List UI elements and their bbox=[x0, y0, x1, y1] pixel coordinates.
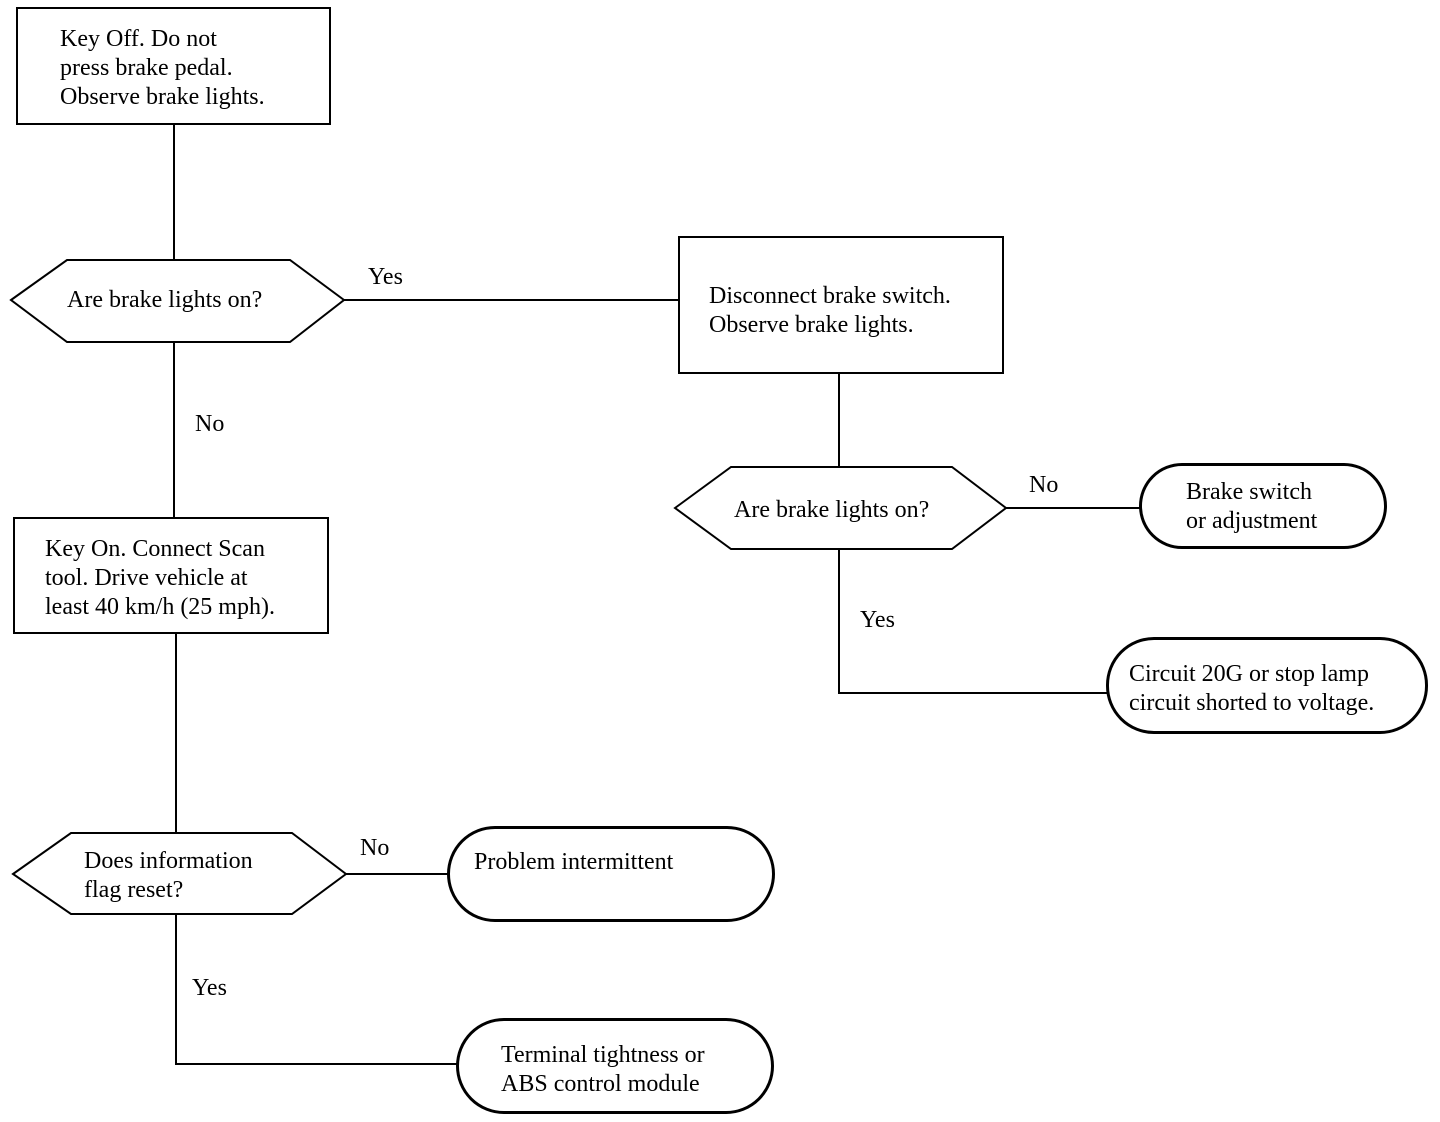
start-box: Key Off. Do not press brake pedal. Obser… bbox=[16, 7, 331, 125]
circuit-20g-line-2: circuit shorted to voltage. bbox=[1129, 690, 1375, 716]
brake-switch-terminal: Brake switch or adjustment bbox=[1139, 463, 1387, 549]
problem-intermittent-line-1: Problem intermittent bbox=[474, 849, 674, 875]
disconnect-box: Disconnect brake switch. Observe brake l… bbox=[678, 236, 1004, 374]
circuit-20g-terminal: Circuit 20G or stop lamp circuit shorted… bbox=[1106, 637, 1428, 734]
brake-switch-line-2: or adjustment bbox=[1186, 508, 1318, 534]
start-line-2: press brake pedal. bbox=[60, 55, 233, 81]
start-line-3: Observe brake lights. bbox=[60, 84, 265, 110]
decision2-yes-label: Yes bbox=[860, 607, 895, 633]
key-on-box: Key On. Connect Scan tool. Drive vehicle… bbox=[13, 517, 329, 634]
disconnect-line-2: Observe brake lights. bbox=[709, 312, 914, 338]
decision1-line-1: Are brake lights on? bbox=[67, 287, 263, 313]
decision3-line-1: Does information bbox=[84, 848, 253, 874]
edge-decision3-yes bbox=[175, 914, 458, 1065]
problem-intermittent-terminal: Problem intermittent bbox=[447, 826, 775, 922]
decision2-diamond bbox=[673, 466, 1008, 550]
decision2-no-label: No bbox=[1029, 472, 1059, 498]
decision3-yes-label: Yes bbox=[192, 975, 227, 1001]
decision3-text: Does information flag reset? bbox=[84, 847, 253, 905]
decision1-text: Are brake lights on? bbox=[67, 286, 262, 315]
key-on-line-1: Key On. Connect Scan bbox=[45, 536, 265, 562]
decision3-line-2: flag reset? bbox=[84, 877, 184, 903]
key-on-line-2: tool. Drive vehicle at bbox=[45, 565, 248, 591]
circuit-20g-line-1: Circuit 20G or stop lamp bbox=[1129, 661, 1369, 687]
brake-switch-line-1: Brake switch bbox=[1186, 479, 1312, 505]
decision1-diamond bbox=[9, 259, 346, 343]
decision2-text: Are brake lights on? bbox=[734, 496, 929, 525]
terminal-tightness-line-2: ABS control module bbox=[501, 1071, 700, 1097]
decision2-line-1: Are brake lights on? bbox=[734, 497, 930, 523]
decision3-diamond bbox=[11, 832, 348, 915]
key-on-line-3: least 40 km/h (25 mph). bbox=[45, 594, 275, 620]
decision1-yes-label: Yes bbox=[368, 264, 403, 290]
terminal-tightness-terminal: Terminal tightness or ABS control module bbox=[456, 1018, 774, 1114]
decision1-no-label: No bbox=[195, 411, 225, 437]
edge-decision2-yes bbox=[838, 549, 1108, 694]
decision3-no-label: No bbox=[360, 835, 390, 861]
disconnect-line-1: Disconnect brake switch. bbox=[709, 283, 951, 309]
start-line-1: Key Off. Do not bbox=[60, 26, 217, 52]
terminal-tightness-line-1: Terminal tightness or bbox=[501, 1042, 705, 1068]
